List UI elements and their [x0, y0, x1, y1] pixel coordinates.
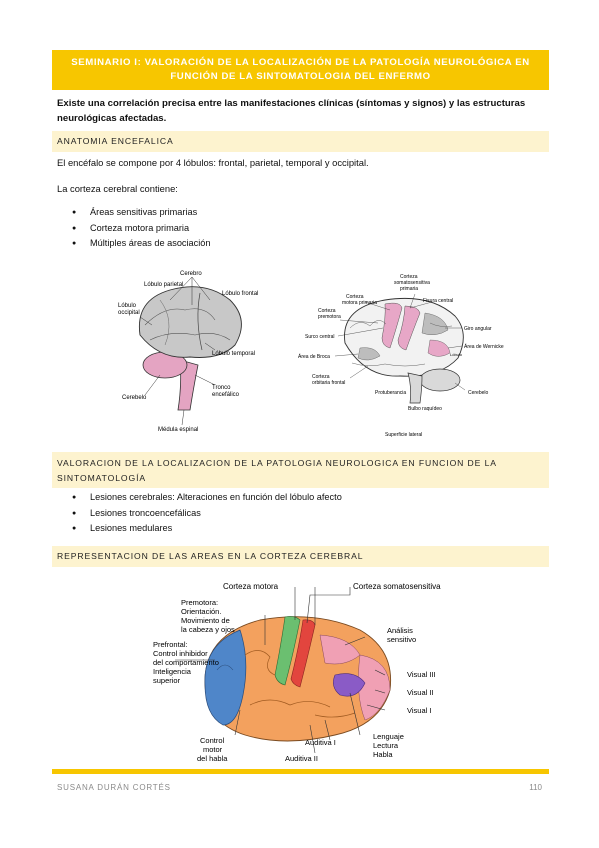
- label-premotora-2: Orientación.: [181, 607, 221, 616]
- label-somato-1: Corteza: [400, 274, 418, 280]
- label-prefrontal-1: Prefrontal:: [153, 640, 188, 649]
- label-surco: Surco central: [305, 334, 334, 340]
- label-tronco-1: Tronco: [212, 385, 231, 391]
- label-cerebelo: Cerebelo: [468, 390, 489, 396]
- label-auditiva-1: Auditiva I: [305, 738, 336, 747]
- label-medula: Médula espinal: [158, 427, 198, 433]
- footer-author: SUSANA DURÁN CORTÉS: [57, 783, 171, 792]
- title-line-1: SEMINARIO I: VALORACIÓN DE LA LOCALIZACI…: [71, 57, 530, 68]
- bullet-list-lesiones: Lesiones cerebrales: Alteraciones en fun…: [72, 490, 342, 537]
- label-superficie: Superficie lateral: [385, 432, 422, 438]
- section-heading-valoracion: VALORACION DE LA LOCALIZACION DE LA PATO…: [52, 452, 549, 488]
- document-title-banner: SEMINARIO I: VALORACIÓN DE LA LOCALIZACI…: [52, 50, 549, 90]
- label-occipital-1: Lóbulo: [118, 303, 137, 309]
- label-cerebro: Cerebro: [180, 271, 202, 277]
- label-control-1: Control: [200, 736, 225, 745]
- label-visual-1: Visual I: [407, 706, 431, 715]
- label-prefrontal-4: Inteligencia: [153, 667, 192, 676]
- label-tronco-2: encefálico: [212, 392, 240, 398]
- label-orbitaria-2: orbitaria frontal: [312, 380, 345, 386]
- wernicke-area-shape: [333, 673, 366, 697]
- label-parietal: Lóbulo parietal: [144, 282, 183, 288]
- figure-cortical-areas: Corteza motora Corteza somatosensitiva P…: [153, 582, 441, 763]
- list-item: Lesiones cerebrales: Alteraciones en fun…: [72, 490, 342, 506]
- label-wernicke: Área de Wernicke: [464, 343, 504, 350]
- list-item: Múltiples áreas de asociación: [72, 236, 211, 252]
- label-orbitaria-1: Corteza: [312, 374, 330, 380]
- label-analisis-2: sensitivo: [387, 635, 416, 644]
- label-habla: Habla: [373, 750, 393, 759]
- label-temporal: Lóbulo temporal: [212, 351, 255, 357]
- label-corteza-somato: Corteza somatosensitiva: [353, 582, 441, 591]
- prefrontal-area-shape: [204, 629, 247, 726]
- label-cerebelo: Cerebelo: [122, 395, 147, 401]
- label-control-3: del habla: [197, 754, 228, 763]
- cerebrum-shape: [138, 286, 242, 358]
- label-control-2: motor: [203, 745, 223, 754]
- lateral-brainstem-shape: [407, 372, 423, 404]
- label-visual-2: Visual II: [407, 688, 434, 697]
- label-prefrontal-5: superior: [153, 676, 181, 685]
- list-item: Corteza motora primaria: [72, 221, 211, 237]
- section-heading-representacion: REPRESENTACION DE LAS AREAS EN LA CORTEZ…: [52, 546, 549, 567]
- label-premotora-1: Corteza: [318, 308, 336, 314]
- label-premotora-3: Movimiento de: [181, 616, 230, 625]
- label-lectura: Lectura: [373, 741, 399, 750]
- footer-rule: [52, 769, 549, 774]
- label-auditiva-2: Auditiva II: [285, 754, 318, 763]
- lateral-cerebellum-shape: [419, 368, 461, 392]
- label-corteza-motora: Corteza motora: [223, 582, 279, 591]
- label-premotora-2: premotora: [318, 314, 341, 320]
- label-motora-1: Corteza: [346, 294, 364, 300]
- label-premotora-1: Premotora:: [181, 598, 218, 607]
- paragraph-lobulos: El encéfalo se compone por 4 lóbulos: fr…: [57, 157, 369, 168]
- label-giro: Giro angular: [464, 326, 492, 332]
- list-item: Áreas sensitivas primarias: [72, 205, 211, 221]
- label-prefrontal-2: Control inhibidor: [153, 649, 208, 658]
- label-occipital-2: occipital: [118, 310, 140, 316]
- label-frontal: Lóbulo frontal: [222, 291, 258, 297]
- label-prefrontal-3: del comportamiento: [153, 658, 219, 667]
- label-visual-3: Visual III: [407, 670, 436, 679]
- label-bulbo: Bulbo raquídeo: [408, 406, 442, 412]
- label-analisis-1: Análisis: [387, 626, 413, 635]
- motor-strip-shape: [381, 302, 403, 349]
- label-premotora-4: la cabeza y ojos: [181, 625, 235, 634]
- list-item: Lesiones medulares: [72, 521, 342, 537]
- figure-brain-lobes: Cerebro Lóbulo parietal Lóbulo frontal L…: [118, 271, 258, 433]
- paragraph-corteza: La corteza cerebral contiene:: [57, 183, 178, 194]
- page-number: 110: [529, 783, 542, 792]
- label-lenguaje: Lenguaje: [373, 732, 404, 741]
- label-fisura: Fisura central: [423, 298, 453, 304]
- title-line-2: FUNCIÓN DE LA SINTOMATOLOGIA DEL ENFERMO: [170, 71, 431, 82]
- list-item: Lesiones troncoencefálicas: [72, 506, 342, 522]
- somatosensory-area-shape: [290, 619, 316, 688]
- label-somato-2: somatosensitiva: [394, 280, 430, 286]
- section-heading-anatomia: ANATOMIA ENCEFALICA: [52, 131, 549, 152]
- bullet-list-corteza: Áreas sensitivas primarias Corteza motor…: [72, 205, 211, 252]
- motor-area-shape: [274, 616, 301, 686]
- label-somato-3: primaria: [400, 286, 418, 292]
- label-broca: Área de Broca: [298, 353, 330, 360]
- figure-lateral-surface: Corteza somatosensitiva primaria Corteza…: [298, 274, 504, 438]
- heading-line-2: SINTOMATOLOGÍA: [57, 473, 147, 483]
- intro-paragraph: Existe una correlación precisa entre las…: [57, 98, 526, 124]
- label-lobulo-small: Lóbulo: [450, 352, 463, 357]
- label-protuberancia: Protuberancia: [375, 390, 406, 396]
- heading-line-1: VALORACION DE LA LOCALIZACION DE LA PATO…: [57, 458, 497, 468]
- somatosensory-strip-shape: [397, 305, 421, 351]
- label-motora-2: motora primaria: [342, 300, 377, 306]
